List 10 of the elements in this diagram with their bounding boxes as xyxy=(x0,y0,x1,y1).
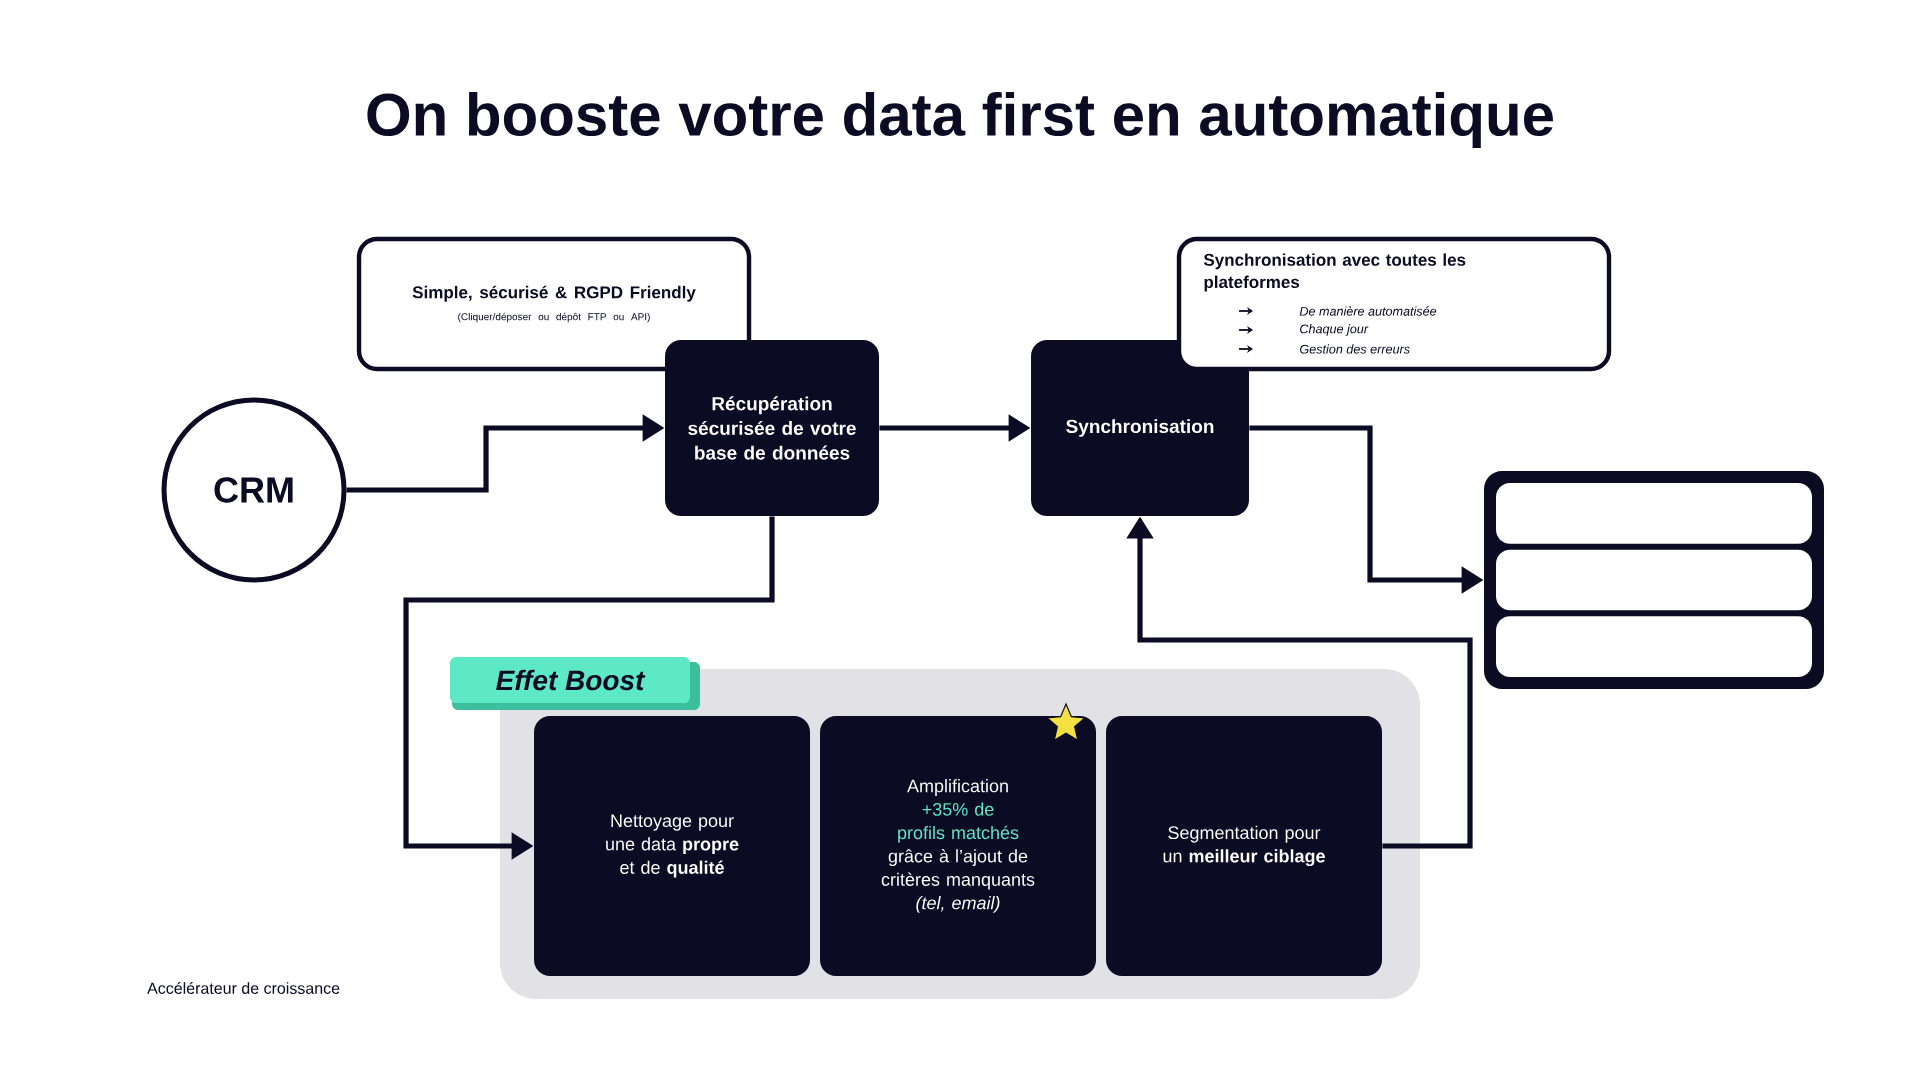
platform-panel xyxy=(1484,471,1824,689)
process-box: Synchronisation xyxy=(1031,340,1249,516)
process-box: Segmentation pour un meilleur ciblage xyxy=(1106,716,1382,976)
process-box: Amplification +35% de profils matchés grâce à l’ajout de critères manquants (tel, email) xyxy=(820,716,1096,976)
footer-text: Accélérateur de croissance xyxy=(147,982,340,994)
callout-heading: Synchronisation avec toutes les plateformes xyxy=(1203,253,1466,292)
title: On booste votre data first en automatique xyxy=(367,92,1553,148)
process-box: Récupération sécurisée de votre base de données xyxy=(665,340,879,516)
heading-tab: Effet Boost xyxy=(450,657,700,710)
process-box: Nettoyage pour une data propre et de qualité xyxy=(534,716,810,976)
